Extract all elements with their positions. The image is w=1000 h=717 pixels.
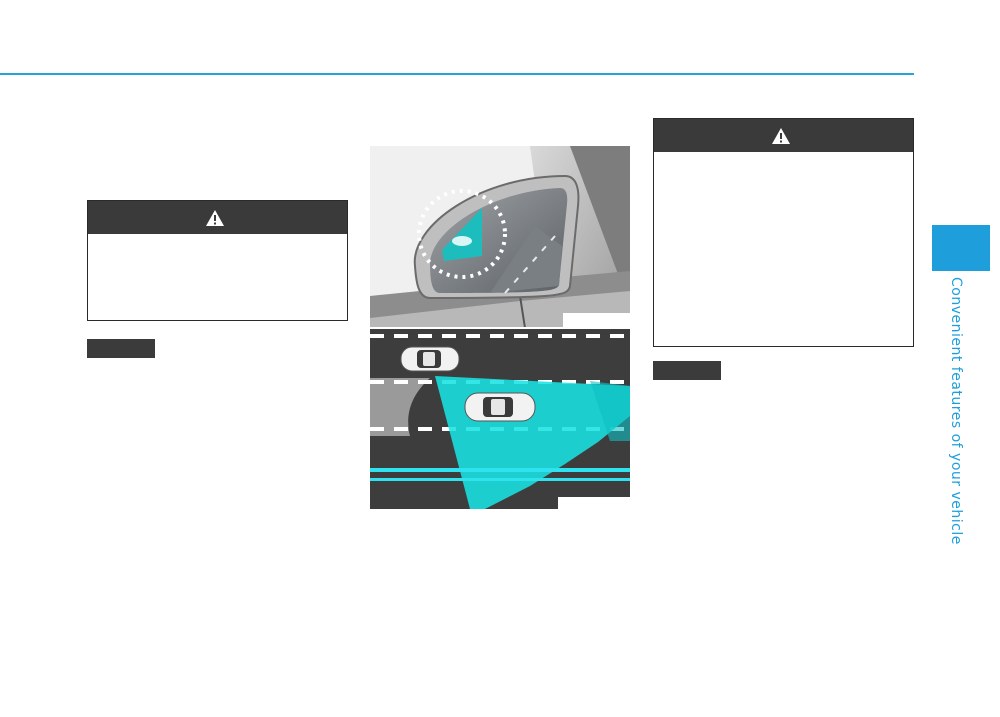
warning-triangle-icon [771, 127, 790, 144]
blind-spot-illustration [370, 146, 630, 509]
chapter-tab [932, 225, 990, 271]
warning-triangle-icon [205, 209, 224, 226]
section-tag-left [87, 339, 155, 358]
warning-box-left [87, 200, 348, 321]
section-tag-right [653, 361, 721, 380]
warning-box-right [653, 118, 914, 347]
warning-header [654, 119, 913, 152]
header-rule [0, 73, 914, 75]
chapter-title: Convenient features of your vehicle [948, 277, 964, 545]
warning-header [88, 201, 347, 234]
